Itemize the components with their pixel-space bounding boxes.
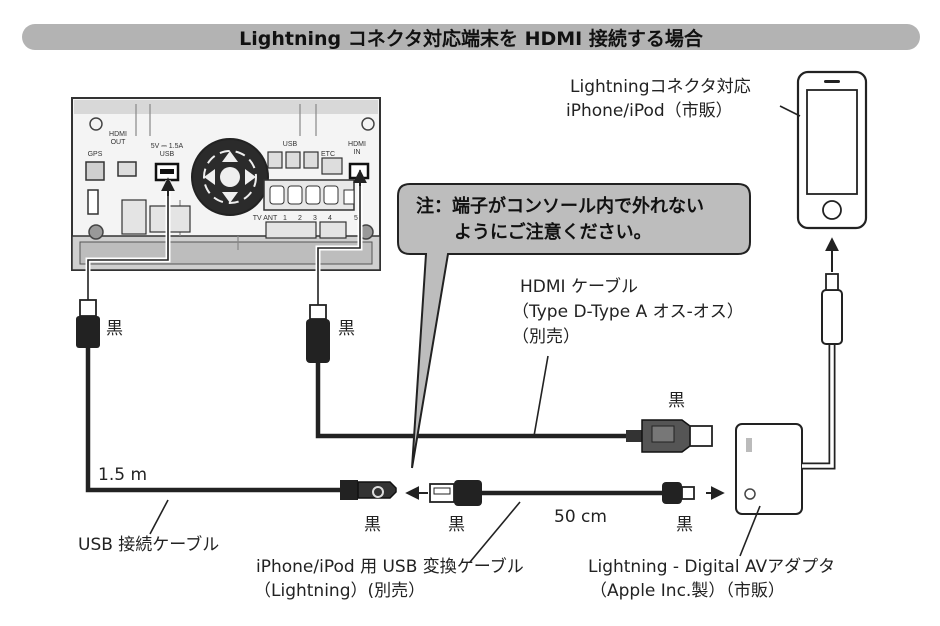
head-unit: [71, 97, 381, 271]
black-label-hdmi-d: 黒: [338, 319, 355, 339]
hdmi-out-label-1: HDMI: [109, 131, 127, 138]
black-label-usb: 黒: [106, 319, 123, 339]
lightning-cable-length: 50 cm: [554, 507, 607, 527]
hdmi-in-label-2: IN: [354, 149, 361, 156]
ant-num-3: 3: [313, 215, 317, 222]
usb-rating-label: 5V ⎓ 1.5A: [151, 143, 184, 150]
black-label-hdmi-a: 黒: [668, 391, 685, 411]
black-label-usb-female: 黒: [364, 515, 381, 535]
cooling-fan: [191, 138, 269, 216]
section-header: Lightning コネクタ対応端末を HDMI 接続する場合: [22, 24, 920, 50]
ant-num-4: 4: [328, 215, 332, 222]
usb2-label: USB: [283, 141, 298, 148]
iphone-label-line2: iPhone/iPod（市販）: [566, 101, 733, 121]
port-labels: GPS HDMI OUT 5V ⎓ 1.5A USB USB ETC HDMI …: [88, 131, 366, 222]
hdmi-cable-label-line2: （Type D-Type A オス-オス）: [512, 302, 744, 322]
hdmi-out-port: [117, 161, 137, 177]
caution-line-1: 注：端子がコンソール内で外れない: [416, 196, 704, 217]
usb-cable-label: USB 接続ケーブル: [78, 535, 220, 555]
usb-lightning-conversion-cable: [429, 480, 725, 506]
usb-port-label: USB: [160, 151, 175, 158]
usb-cable-length: 1.5 m: [98, 465, 147, 485]
section-title: Lightning コネクタ対応端末を HDMI 接続する場合: [239, 27, 703, 50]
hdmi-cable-label-line1: HDMI ケーブル: [520, 277, 638, 297]
caution-line-2: ようにご注意ください。: [454, 222, 652, 243]
iphone-device: [796, 70, 868, 230]
iphone-label-line1: Lightningコネクタ対応: [570, 77, 751, 97]
tv-ant-label: TV ANT: [253, 215, 278, 222]
hdmi-out-label-2: OUT: [111, 139, 127, 146]
lightning-av-adapter: [735, 237, 843, 515]
hdmi-in-label-1: HDMI: [348, 141, 366, 148]
hdmi-cable-label-line3: （別売）: [512, 327, 580, 347]
black-label-usb-male: 黒: [448, 515, 465, 535]
conversion-cable-label-line1: iPhone/iPod 用 USB 変換ケーブル: [256, 557, 524, 577]
usb-connection-cable: [76, 299, 397, 500]
ant-num-2: 2: [298, 215, 302, 222]
gps-label: GPS: [88, 151, 103, 158]
black-label-lightning: 黒: [676, 515, 693, 535]
caution-callout: [397, 183, 751, 469]
adapter-label-line1: Lightning - Digital AVアダプタ: [588, 557, 836, 577]
ant-num-5: 5: [354, 215, 358, 222]
gps-port: [85, 161, 105, 181]
ant-num-1: 1: [283, 215, 287, 222]
hdmi-cable: [306, 304, 713, 453]
etc-label: ETC: [321, 151, 335, 158]
conversion-cable-label-line2: （Lightning）(別売）: [254, 581, 426, 601]
adapter-label-line2: （Apple Inc.製）（市販）: [590, 581, 785, 601]
